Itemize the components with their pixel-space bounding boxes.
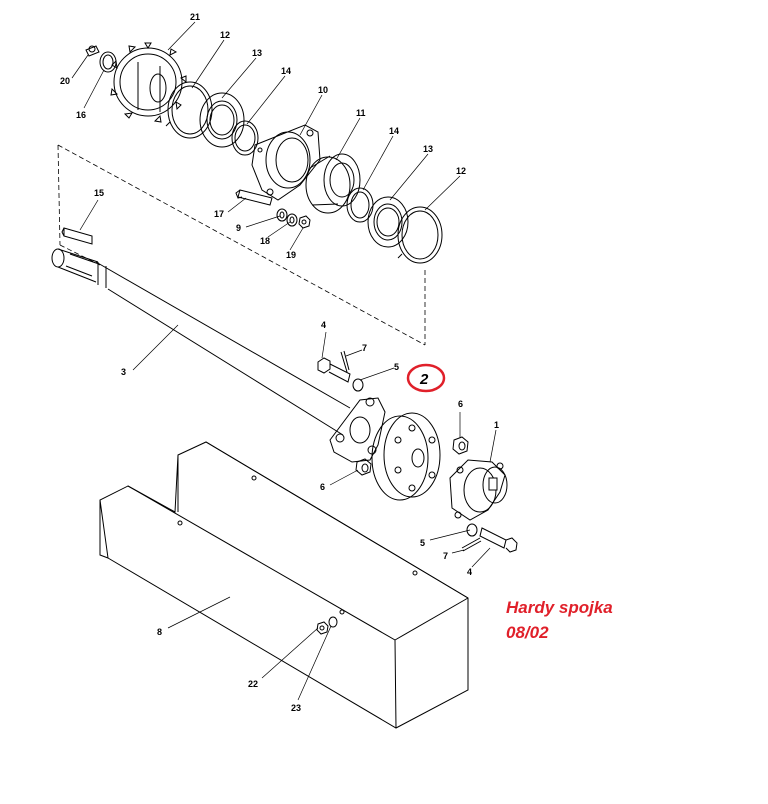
highlight-part-2: 2: [406, 363, 446, 393]
note-line-1: Hardy spojka: [506, 598, 613, 617]
label-15: 15: [94, 188, 104, 198]
label-9: 9: [236, 223, 241, 233]
label-14: 14: [389, 126, 399, 136]
label-6-left: 6: [320, 482, 325, 492]
label-23: 23: [291, 703, 301, 713]
seal-top: [199, 92, 245, 148]
washer-18: [286, 213, 298, 227]
label-10: 10: [318, 85, 328, 95]
circlip: [397, 206, 443, 264]
bolt-17: [235, 189, 273, 206]
hardy-coupling-disk: [371, 412, 441, 501]
label-18: 18: [260, 236, 270, 246]
assembly-dashed-outline: [57, 144, 426, 346]
flange-housing: [251, 124, 321, 201]
label-8: 8: [157, 627, 162, 637]
label-1: 1: [494, 420, 499, 430]
washer-23: [328, 616, 338, 628]
label-2: 2: [419, 371, 429, 388]
label-4-bottom: 4: [467, 567, 472, 577]
label-5-bottom: 5: [420, 538, 425, 548]
label-16: 16: [76, 110, 86, 120]
spacer-ring-top: [231, 120, 259, 156]
label-11: 11: [356, 108, 366, 118]
label-17: 17: [214, 209, 224, 219]
label-22: 22: [248, 679, 258, 689]
label-13-top: 13: [252, 48, 262, 58]
flange-hub: [449, 459, 508, 521]
label-5-top: 5: [394, 362, 399, 372]
shaft-guard-cover: [99, 441, 469, 729]
label-14-top: 14: [281, 66, 291, 76]
label-7-top: 7: [362, 343, 367, 353]
spacer-ring: [346, 187, 374, 223]
washer-upper: [352, 378, 364, 392]
highlight-ellipse: [406, 363, 446, 393]
set-screw: [85, 45, 100, 57]
leader-lines: [71, 21, 497, 701]
coupling-flange-left: [329, 397, 386, 463]
bolt-upper: [317, 357, 351, 383]
ball-bearing: [305, 153, 361, 214]
cotter-pin-lower: [461, 537, 482, 552]
nut-right: [452, 436, 469, 455]
washer-9: [276, 208, 288, 222]
note-line-2: 08/02: [506, 623, 549, 642]
shaft-key: [61, 227, 93, 245]
label-12-top: 12: [220, 30, 230, 40]
seal: [367, 196, 409, 248]
label-13: 13: [423, 144, 433, 154]
circlip-top: [165, 81, 213, 139]
nut-19: [298, 215, 311, 229]
sprocket-gear: [110, 42, 187, 123]
bolt-lower: [479, 527, 518, 553]
label-19: 19: [286, 250, 296, 260]
handwritten-note: Hardy spojka 08/02: [506, 598, 613, 642]
nut-22: [316, 621, 329, 635]
label-21: 21: [190, 12, 200, 22]
drive-shaft: [51, 248, 351, 436]
label-6-right: 6: [458, 399, 463, 409]
label-7-bottom: 7: [443, 551, 448, 561]
cotter-pin-upper: [340, 350, 350, 373]
label-12: 12: [456, 166, 466, 176]
label-3: 3: [121, 367, 126, 377]
washer-lower: [466, 523, 478, 537]
retaining-clip-16: [99, 51, 117, 73]
nut-left: [355, 458, 372, 476]
part-number-labels: 21 12 13 14 10 11 14 13 12 20 16 17 9 18…: [60, 12, 499, 713]
label-4-top: 4: [321, 320, 326, 330]
label-20: 20: [60, 76, 70, 86]
